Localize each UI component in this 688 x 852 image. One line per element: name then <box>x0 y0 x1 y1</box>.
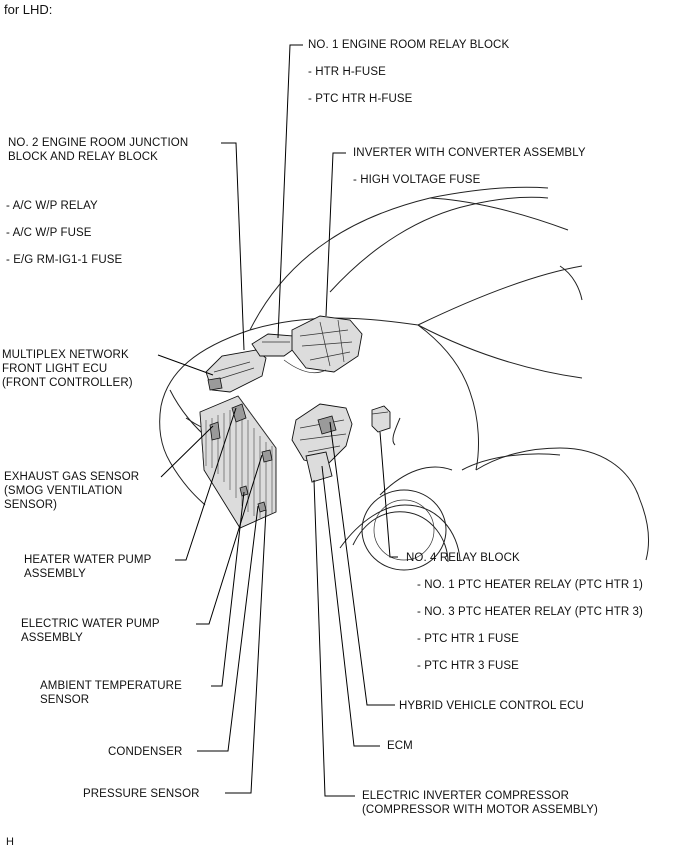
label-ac-wp-fuse: - A/C W/P FUSE <box>6 227 92 239</box>
label-condenser: CONDENSER <box>108 746 183 758</box>
label-ecm: ECM <box>387 740 413 752</box>
label-exhaust-gas-sensor: EXHAUST GAS SENSOR (SMOG VENTILATION SEN… <box>4 471 140 511</box>
footer-code: H <box>6 836 14 848</box>
label-htr-h-fuse: - HTR H-FUSE <box>308 66 386 78</box>
label-no2-engine-room-junction-block: NO. 2 ENGINE ROOM JUNCTION BLOCK AND REL… <box>8 137 189 163</box>
label-hybrid-vehicle-control-ecu: HYBRID VEHICLE CONTROL ECU <box>399 700 584 712</box>
label-ptc-htr-1-fuse: - PTC HTR 1 FUSE <box>417 633 519 645</box>
label-no4-relay-block: NO. 4 RELAY BLOCK <box>406 552 520 564</box>
label-ptc-heater-relay-3: - NO. 3 PTC HEATER RELAY (PTC HTR 3) <box>417 606 643 618</box>
header-text: for LHD: <box>4 2 53 17</box>
label-inverter-assembly: INVERTER WITH CONVERTER ASSEMBLY <box>353 147 586 159</box>
label-high-voltage-fuse: - HIGH VOLTAGE FUSE <box>353 174 481 186</box>
leader-lines <box>157 44 398 797</box>
label-multiplex-network-ecu: MULTIPLEX NETWORK FRONT LIGHT ECU (FRONT… <box>2 349 133 389</box>
engine-room-components <box>199 315 391 529</box>
label-ambient-temperature-sensor: AMBIENT TEMPERATURE SENSOR <box>40 680 182 706</box>
label-electric-water-pump: ELECTRIC WATER PUMP ASSEMBLY <box>21 618 160 644</box>
label-ac-wp-relay: - A/C W/P RELAY <box>6 200 98 212</box>
label-no1-engine-room-relay-block: NO. 1 ENGINE ROOM RELAY BLOCK <box>308 39 510 51</box>
label-pressure-sensor: PRESSURE SENSOR <box>83 788 200 800</box>
label-electric-inverter-compressor: ELECTRIC INVERTER COMPRESSOR (COMPRESSOR… <box>362 790 598 816</box>
label-ptc-heater-relay-1: - NO. 1 PTC HEATER RELAY (PTC HTR 1) <box>417 579 643 591</box>
label-eg-rm-ig1-fuse: - E/G RM-IG1-1 FUSE <box>6 254 123 266</box>
label-ptc-htr-h-fuse: - PTC HTR H-FUSE <box>308 93 413 105</box>
label-heater-water-pump: HEATER WATER PUMP ASSEMBLY <box>24 554 152 580</box>
label-ptc-htr-3-fuse: - PTC HTR 3 FUSE <box>417 660 519 672</box>
